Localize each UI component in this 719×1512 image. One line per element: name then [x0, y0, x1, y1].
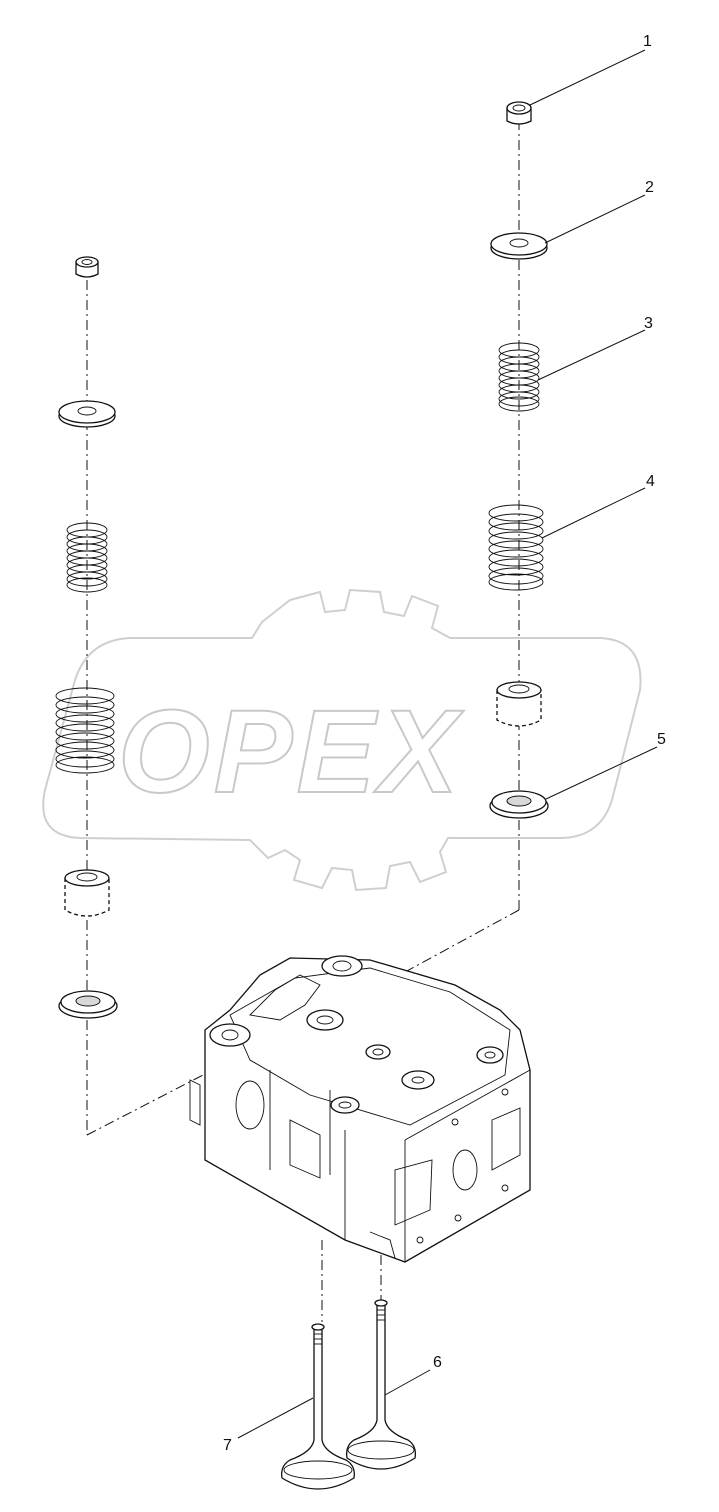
callout-4: 4 [646, 473, 655, 490]
callout-2: 2 [645, 179, 654, 196]
left-stem-seal [64, 869, 110, 917]
exhaust-valve [281, 1323, 355, 1490]
callout-6: 6 [433, 1354, 442, 1371]
leader-lines [237, 49, 658, 1439]
right-inner-spring [498, 342, 540, 412]
right-valve-stack [488, 101, 549, 819]
callout-3: 3 [644, 315, 653, 332]
left-valve-cap [75, 256, 99, 278]
left-axis-offset [86, 1059, 233, 1136]
callout-labels: 1 2 3 4 5 6 7 [223, 33, 666, 1454]
left-seat-washer [58, 990, 118, 1019]
cylinder-head-block [204, 957, 531, 1263]
leader-3 [537, 329, 646, 381]
callout-7: 7 [223, 1437, 232, 1454]
watermark-gear-outline [42, 588, 642, 892]
leader-4 [541, 487, 646, 539]
leader-5 [545, 746, 658, 800]
left-spring-retainer [58, 400, 116, 428]
left-outer-spring [55, 687, 115, 774]
leader-2 [544, 194, 646, 244]
opex-watermark: OPEX [42, 588, 642, 892]
callout-5: 5 [657, 731, 666, 748]
right-stem-seal [496, 681, 542, 727]
watermark-text: OPEX [118, 686, 464, 818]
cylinder-head [189, 955, 531, 1263]
leader-7 [237, 1397, 314, 1439]
right-valve-cap [506, 101, 532, 125]
leader-6 [384, 1369, 431, 1396]
right-spring-retainer [490, 232, 548, 260]
left-inner-spring [66, 522, 108, 593]
right-axis-offset [371, 909, 520, 991]
right-outer-spring [488, 504, 544, 591]
right-seat-washer [489, 790, 549, 819]
leader-1 [529, 49, 646, 106]
left-valve-stack [55, 256, 118, 1019]
callout-1: 1 [643, 33, 652, 50]
intake-valve [346, 1299, 416, 1470]
